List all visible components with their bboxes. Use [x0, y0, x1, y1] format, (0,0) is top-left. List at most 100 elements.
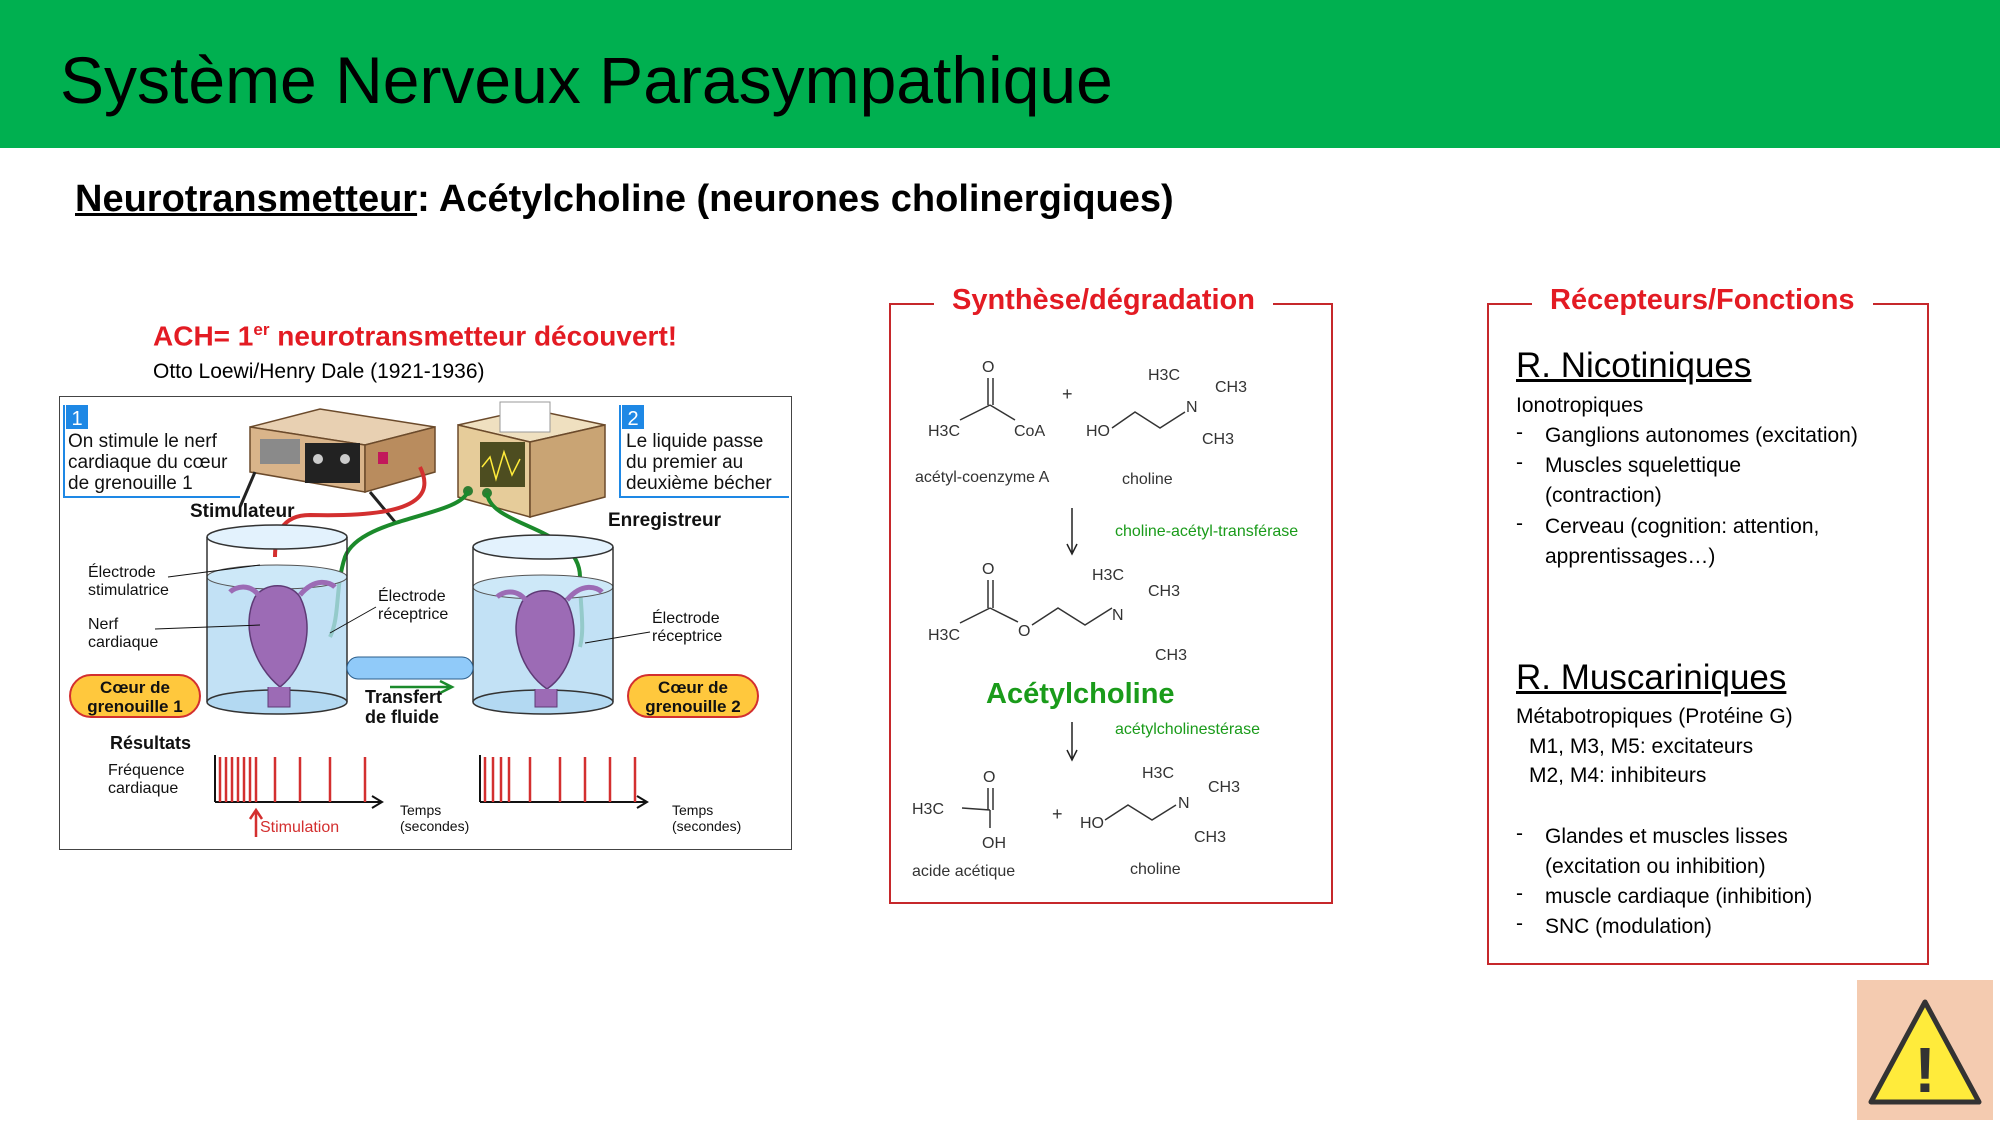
- atom-OH: OH: [982, 835, 1006, 852]
- electrode-stim-label-2: stimulatrice: [88, 582, 169, 599]
- nicotinic-item-3-line-1: Cerveau (cognition: attention,: [1545, 515, 1820, 538]
- step1-text-3: de grenouille 1: [68, 473, 193, 494]
- header-bar: [0, 0, 2000, 148]
- choline-structure-2: HO N H3C CH3 CH3: [1080, 765, 1240, 846]
- atom-CH3-3: CH3: [1148, 583, 1180, 600]
- atom-O-2: O: [982, 561, 994, 578]
- temps2-label-1: Temps: [672, 802, 713, 818]
- coeur2-label-1: Cœur de: [658, 678, 728, 697]
- nerf-label-1: Nerf: [88, 616, 119, 633]
- arrow-down-1: [1066, 508, 1078, 556]
- enregistreur-label: Enregistreur: [608, 510, 722, 531]
- nicotinic-heading: R. Nicotiniques: [1516, 346, 1752, 385]
- coeur2-badge: [627, 674, 759, 718]
- atom-CH3-4: CH3: [1155, 647, 1187, 664]
- recorder-device: [457, 401, 606, 518]
- result-chart-2: [479, 755, 649, 809]
- atom-H3C-5: H3C: [912, 801, 944, 818]
- atom-N-3: N: [1178, 795, 1190, 812]
- muscarinic-item-1-line-2: (excitation ou inhibition): [1545, 855, 1766, 878]
- result-chart-1: [214, 755, 384, 837]
- experiment-illustration: 1 On stimule le nerf cardiaque du cœur d…: [63, 401, 789, 837]
- plus-sign-2: +: [1052, 804, 1063, 824]
- page-title: Système Nerveux Parasympathique: [60, 43, 1113, 117]
- subtitle-underlined: Neurotransmetteur: [75, 178, 418, 220]
- step2-text-2: du premier au: [626, 452, 743, 473]
- step2-frame: [619, 405, 789, 498]
- nicotinic-dash-2: -: [1516, 451, 1523, 474]
- muscarinic-sub-2: M2, M4: inhibiteurs: [1529, 764, 1707, 787]
- step1-text-2: cardiaque du cœur: [68, 452, 228, 473]
- resultats-label: Résultats: [110, 733, 191, 753]
- electrode-recep1-label-2: réceptrice: [378, 606, 448, 623]
- acetic-acid-label: acide acétique: [912, 863, 1015, 880]
- atom-N: N: [1186, 399, 1198, 416]
- enzyme2-label: acétylcholinestérase: [1115, 721, 1260, 738]
- atom-HO: HO: [1086, 423, 1110, 440]
- enzyme1-label: choline-acétyl-transférase: [1115, 523, 1298, 540]
- transfert-label-2: de fluide: [365, 707, 439, 727]
- frequence-label-1: Fréquence: [108, 762, 185, 779]
- nicotinic-item-3-line-2: apprentissages…): [1545, 545, 1716, 568]
- muscarinic-sub-1: M1, M3, M5: excitateurs: [1529, 735, 1754, 758]
- subtitle: Neurotransmetteur: Acétylcholine (neuron…: [75, 178, 1174, 221]
- temps1-label-2: (secondes): [400, 818, 469, 834]
- warning-symbol: !: [1914, 1034, 1935, 1106]
- authors-line: Otto Loewi/Henry Dale (1921-1936): [153, 360, 485, 383]
- atom-H3C-4: H3C: [1092, 567, 1124, 584]
- step2-badge: [622, 405, 644, 429]
- nicotinic-item-2-line-1: Muscles squelettique: [1545, 454, 1742, 477]
- electrode-recep2-label-2: réceptrice: [652, 628, 722, 645]
- temps2-label-2: (secondes): [672, 818, 741, 834]
- electrode-recep2-label-1: Électrode: [652, 608, 720, 627]
- ach-sup: er: [253, 320, 270, 339]
- transfer-tube: [346, 656, 474, 680]
- ach-prefix: ACH= 1: [153, 320, 254, 352]
- ach-discovery-line: ACH= 1er neurotransmetteur découvert!: [153, 320, 677, 352]
- coeur1-badge: [69, 674, 201, 718]
- ach-suffix: neurotransmetteur découvert!: [269, 320, 678, 352]
- atom-H3C-2: H3C: [1148, 367, 1180, 384]
- atom-CH3-2: CH3: [1202, 431, 1234, 448]
- receptors-title: Récepteurs/Fonctions: [1532, 284, 1873, 317]
- coeur2-label-2: grenouille 2: [645, 697, 740, 716]
- step2-number: 2: [627, 408, 638, 430]
- synthesis-title: Synthèse/dégradation: [934, 284, 1273, 317]
- choline-label-1: choline: [1122, 471, 1173, 488]
- atom-O-4: O: [983, 769, 995, 786]
- step1-number: 1: [71, 408, 82, 430]
- stimulateur-label: Stimulateur: [190, 501, 295, 522]
- subtitle-rest: : Acétylcholine (neurones cholinergiques…: [417, 178, 1174, 220]
- synthesis-scheme: O H3C CoA + HO N H3C CH3 CH3 acétyl-coen…: [912, 359, 1298, 880]
- atom-H3C: H3C: [928, 423, 960, 440]
- step1-frame: [63, 405, 240, 498]
- nicotinic-dash-3: -: [1516, 512, 1523, 535]
- stimulator-device: [238, 408, 436, 523]
- muscarinic-item-3-line-1: SNC (modulation): [1545, 915, 1712, 938]
- plus-sign-1: +: [1062, 384, 1073, 404]
- muscarinic-item-1-line-1: Glandes et muscles lisses: [1545, 825, 1788, 848]
- acetyl-coa-structure: O H3C CoA: [928, 359, 1045, 440]
- atom-CH3-5: CH3: [1208, 779, 1240, 796]
- nicotinic-type: Ionotropiques: [1516, 394, 1644, 417]
- muscarinic-heading: R. Muscariniques: [1516, 658, 1787, 697]
- acetylcholine-structure: O H3C O N H3C CH3 CH3: [928, 561, 1187, 664]
- acetyl-coa-label: acétyl-coenzyme A: [915, 469, 1050, 486]
- muscarinic-type: Métabotropiques (Protéine G): [1516, 705, 1793, 728]
- acetylcholine-label: Acétylcholine: [986, 678, 1175, 710]
- atom-O: O: [982, 359, 994, 376]
- beaker-2: [472, 534, 614, 715]
- atom-CH3-1: CH3: [1215, 379, 1247, 396]
- nicotinic-dash-1: -: [1516, 421, 1523, 444]
- atom-H3C-3: H3C: [928, 627, 960, 644]
- atom-HO-2: HO: [1080, 815, 1104, 832]
- atom-N-2: N: [1112, 607, 1124, 624]
- muscarinic-dash-1: -: [1516, 822, 1523, 845]
- arrow-down-2: [1066, 722, 1078, 762]
- step2-text-3: deuxième bécher: [626, 473, 772, 494]
- transfer-arrow: [390, 679, 455, 695]
- warning-button[interactable]: !: [1857, 980, 1993, 1120]
- muscarinic-dash-3: -: [1516, 912, 1523, 935]
- step1-text-1: On stimule le nerf: [68, 431, 218, 452]
- choline-structure-1: HO N H3C CH3 CH3: [1086, 367, 1247, 448]
